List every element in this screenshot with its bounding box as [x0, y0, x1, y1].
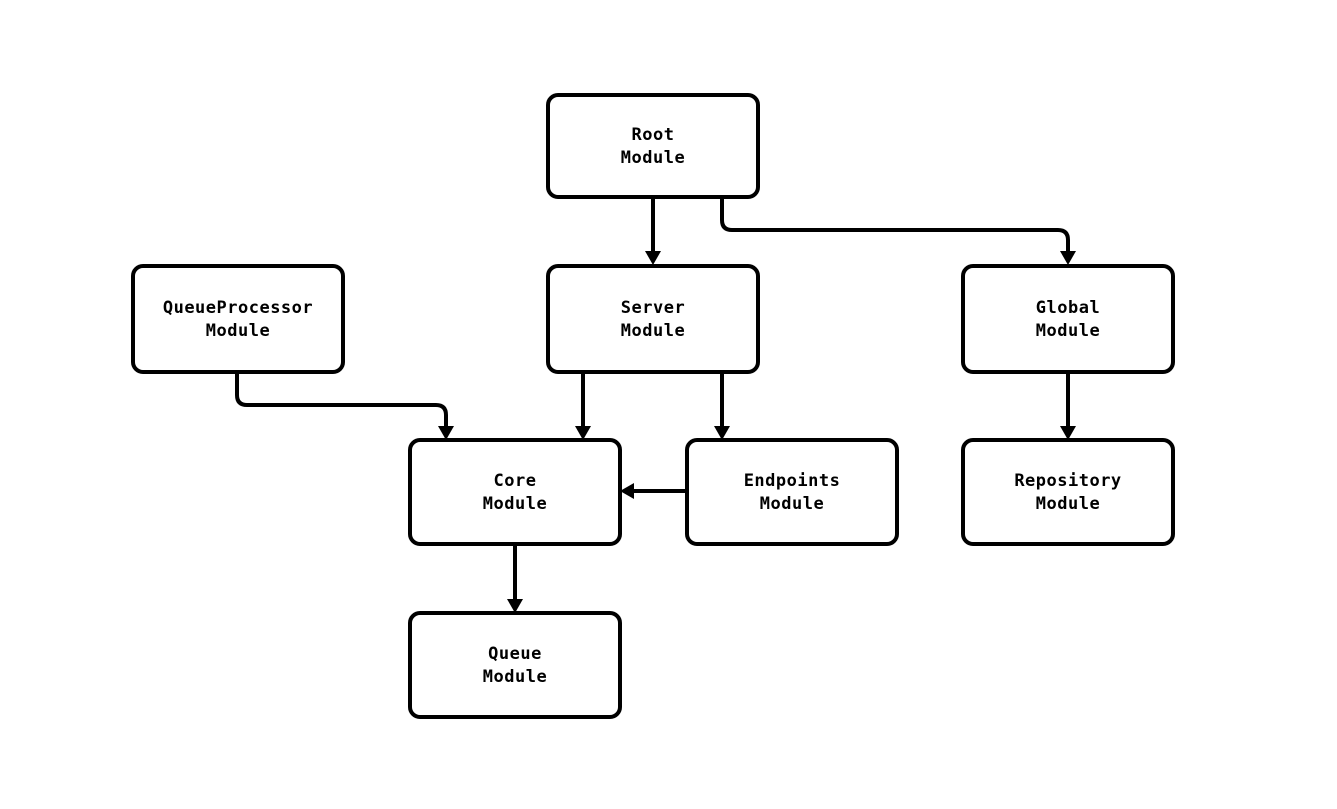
edge-root-to-server [645, 197, 661, 265]
node-label-line2: Module [1036, 494, 1100, 514]
node-label-line2: Module [621, 321, 685, 341]
node-label-line1: Queue [488, 644, 542, 664]
node-label-line1: Global [1036, 298, 1100, 318]
nodes-layer: RootModuleQueueProcessorModuleServerModu… [131, 93, 1175, 719]
node-label-line2: Module [483, 667, 547, 687]
node-label-line2: Module [621, 148, 685, 168]
arrowhead-icon [645, 251, 661, 265]
node-label-line2: Module [1036, 321, 1100, 341]
edge-root-to-global [720, 197, 1076, 265]
node-label-line1: Server [621, 298, 685, 318]
node-label-line2: Module [760, 494, 824, 514]
arrowhead-icon [620, 483, 634, 499]
edge-queueprocessor-to-core [235, 372, 454, 440]
arrowhead-icon [507, 599, 523, 613]
node-box[interactable] [961, 438, 1175, 546]
node-box[interactable] [408, 438, 622, 546]
edge-line [720, 197, 1070, 251]
node-box[interactable] [961, 264, 1175, 374]
node-label-line1: Root [632, 125, 675, 145]
node-label-line1: Core [494, 471, 537, 491]
edges-layer [235, 197, 1076, 613]
node-box[interactable] [131, 264, 345, 374]
arrowhead-icon [575, 426, 591, 440]
arrowhead-icon [1060, 251, 1076, 265]
node-label-line2: Module [483, 494, 547, 514]
arrowhead-icon [1060, 426, 1076, 440]
node-box[interactable] [546, 93, 760, 199]
node-box[interactable] [546, 264, 760, 374]
edge-endpoints-to-core [620, 483, 687, 499]
edge-line [235, 372, 448, 426]
edge-server-to-core [575, 372, 591, 440]
node-box[interactable] [685, 438, 899, 546]
node-label-line2: Module [206, 321, 270, 341]
node-label-line1: Repository [1014, 471, 1121, 491]
edge-global-to-repository [1060, 372, 1076, 440]
arrowhead-icon [438, 426, 454, 440]
edge-core-to-queue [507, 544, 523, 613]
edge-server-to-endpoints [714, 372, 730, 440]
node-box[interactable] [408, 611, 622, 719]
arrowhead-icon [714, 426, 730, 440]
node-label-line1: QueueProcessor [163, 298, 313, 318]
node-label-line1: Endpoints [744, 471, 841, 491]
